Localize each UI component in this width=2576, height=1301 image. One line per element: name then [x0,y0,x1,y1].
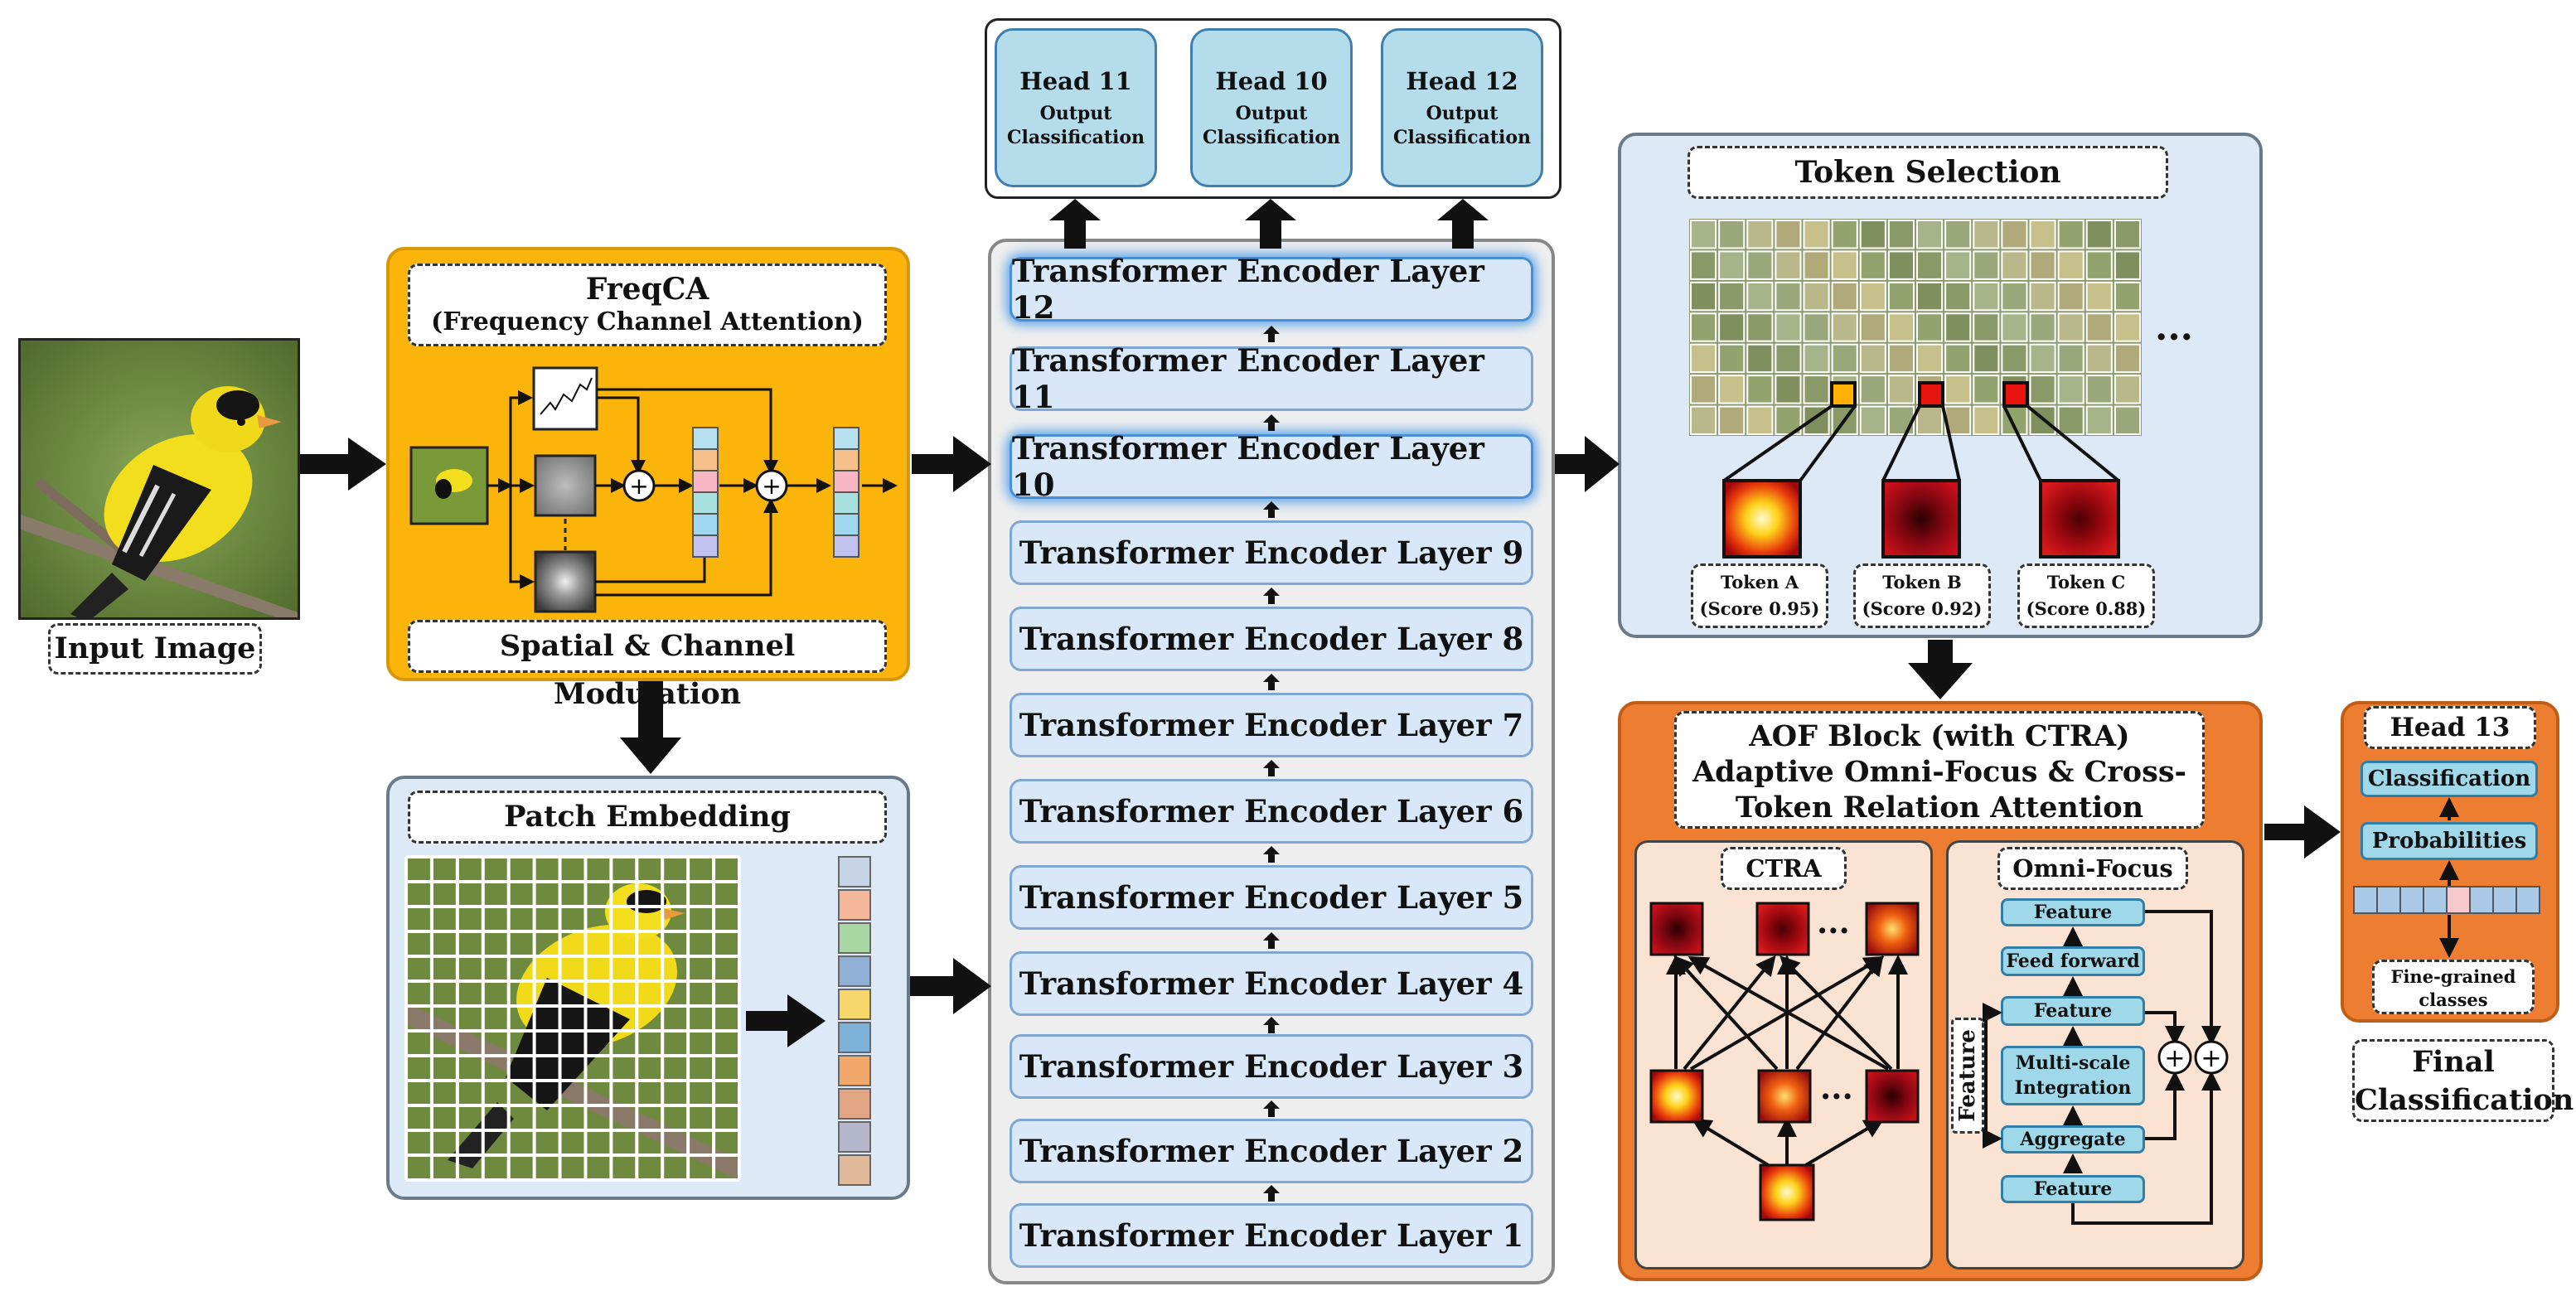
encoder-layer-7: Transformer Encoder Layer 7 [1010,693,1533,757]
encoder-layer-2: Transformer Encoder Layer 2 [1010,1119,1533,1183]
freqca-title: FreqCA (Frequency Channel Attention) [408,264,887,346]
arrow-freqca-to-encoder [912,436,991,492]
arrow-patch-to-encoder [910,958,991,1014]
head13-ellipsis: ... [2440,882,2459,903]
token-b-label: Token B(Score 0.92) [1853,563,1991,628]
ctra-panel [1634,840,1933,1270]
head13-probabilities: Probabilities [2361,822,2538,860]
encoder-layer-12: Transformer Encoder Layer 12 [1010,253,1533,326]
token-selection-panel [1618,133,2263,638]
encoder-layer-10: Transformer Encoder Layer 10 [1010,430,1533,503]
encoder-layer-5: Transformer Encoder Layer 5 [1010,865,1533,930]
input-image-label: Input Image [48,623,262,675]
head-10-box: Head 10 Output Classification [1190,28,1353,187]
arrow-aof-to-head13 [2264,805,2341,858]
omni-side-feature: Feature [1951,1018,1984,1134]
omni-feature-top: Feature [2001,898,2145,926]
omni-aggregate: Aggregate [2001,1125,2145,1153]
encoder-layer-1: Transformer Encoder Layer 1 [1010,1203,1533,1268]
input-image [18,338,300,620]
arrow-input-to-freqca [300,438,386,491]
omni-feature-mid: Feature [2001,996,2145,1026]
bird-illustration [21,341,298,617]
patch-embedding-title: Patch Embedding [408,791,887,844]
aof-block-title: AOF Block (with CTRA) Adaptive Omni-Focu… [1674,711,2205,829]
ctra-ellipsis-top: ... [1817,903,1850,941]
arrow-token-to-aof [1908,640,1973,699]
omni-focus-title: Omni-Focus [1997,847,2188,890]
token-a-label: Token A(Score 0.95) [1691,563,1828,628]
head13-classification: Classification [2361,761,2538,797]
encoder-layer-11: Transformer Encoder Layer 11 [1010,342,1533,415]
head-11-box: Head 11 Output Classification [995,28,1157,187]
arrow-encoder-to-token [1555,436,1620,492]
omni-feature-bottom: Feature [2001,1175,2145,1203]
encoder-layer-9: Transformer Encoder Layer 9 [1010,520,1533,585]
encoder-layer-4: Transformer Encoder Layer 4 [1010,951,1533,1016]
head13-title: Head 13 [2364,706,2536,749]
ctra-ellipsis-mid: ... [1820,1069,1853,1106]
token-selection-title: Token Selection [1687,146,2168,199]
encoder-layer-8: Transformer Encoder Layer 8 [1010,607,1533,671]
encoder-layer-6: Transformer Encoder Layer 6 [1010,779,1533,844]
head-12-box: Head 12 Output Classification [1381,28,1543,187]
freqca-bottom-label: Spatial & Channel Modulation [408,620,887,711]
encoder-layer-3: Transformer Encoder Layer 3 [1010,1034,1533,1099]
token-c-label: Token C(Score 0.88) [2017,563,2155,628]
omni-feed-forward: Feed forward [2001,946,2145,976]
ctra-title: CTRA [1721,847,1847,890]
token-grid-ellipsis: ... [2155,307,2193,349]
